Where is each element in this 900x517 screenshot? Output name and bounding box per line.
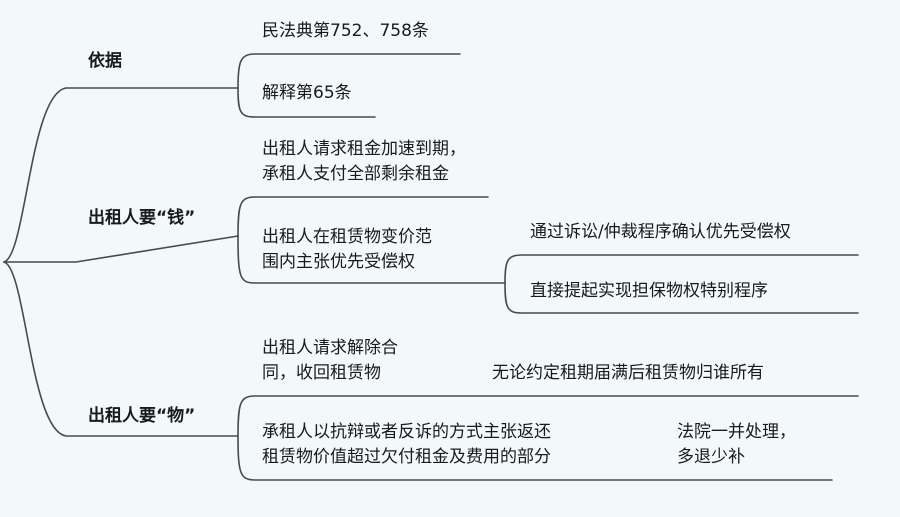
branch-money-label: 出租人要“钱” [88,208,196,228]
connector-root-money [3,235,239,263]
property-item-terminate-contract: 出租人请求解除合 同，收回租赁物 [262,336,398,386]
connector-basis-child2 [237,87,376,118]
money-item-priority-claim-line1: 出租人在租赁物变价范 [262,227,432,247]
money-item-rent-acceleration-line2: 承租人支付全部剩余租金 [262,164,449,184]
connector-root-property [3,261,239,437]
connector-money-child2 [237,235,506,284]
property-item-lessee-defense-line2: 租赁物价值超过欠付租金及费用的部分 [262,447,551,467]
property-item-lessee-defense: 承租人以抗辩或者反诉的方式主张返还 租赁物价值超过欠付租金及费用的部分 [262,420,551,470]
money-item-rent-acceleration: 出租人请求租金加速到期， 承租人支付全部剩余租金 [262,137,466,187]
money-item-priority-claim: 出租人在租赁物变价范 围内主张优先受偿权 [262,225,432,275]
property-note-court-line1: 法院一并处理， [677,422,796,442]
money-item-rent-acceleration-line1: 出租人请求租金加速到期， [262,139,466,159]
connector-root-basis [3,87,239,263]
money-item-priority-claim-line2: 围内主张优先受偿权 [262,252,415,272]
basis-item-civil-code: 民法典第752、758条 [262,21,429,41]
property-note-court: 法院一并处理， 多退少补 [677,420,796,470]
connector-property-child2 [237,435,833,481]
branch-property-label: 出租人要“物” [88,406,196,426]
connector-money-child1 [237,196,489,237]
connector-money-sub1 [504,254,859,284]
connector-money-sub2 [504,282,859,314]
basis-item-interpretation: 解释第65条 [262,83,352,103]
property-item-terminate-contract-line2: 同，收回租赁物 [262,363,381,383]
property-note-ownership: 无论约定租期届满后租赁物归谁所有 [492,363,764,383]
connector-basis-child1 [237,53,461,89]
property-item-terminate-contract-line1: 出租人请求解除合 [262,338,398,358]
property-item-lessee-defense-line1: 承租人以抗辩或者反诉的方式主张返还 [262,422,551,442]
branch-basis-label: 依据 [88,51,122,71]
money-sub-special-procedure: 直接提起实现担保物权特别程序 [530,281,768,301]
property-note-court-line2: 多退少补 [677,447,745,467]
money-sub-litigation: 通过诉讼/仲裁程序确认优先受偿权 [530,222,791,242]
connector-property-child1 [237,395,859,437]
